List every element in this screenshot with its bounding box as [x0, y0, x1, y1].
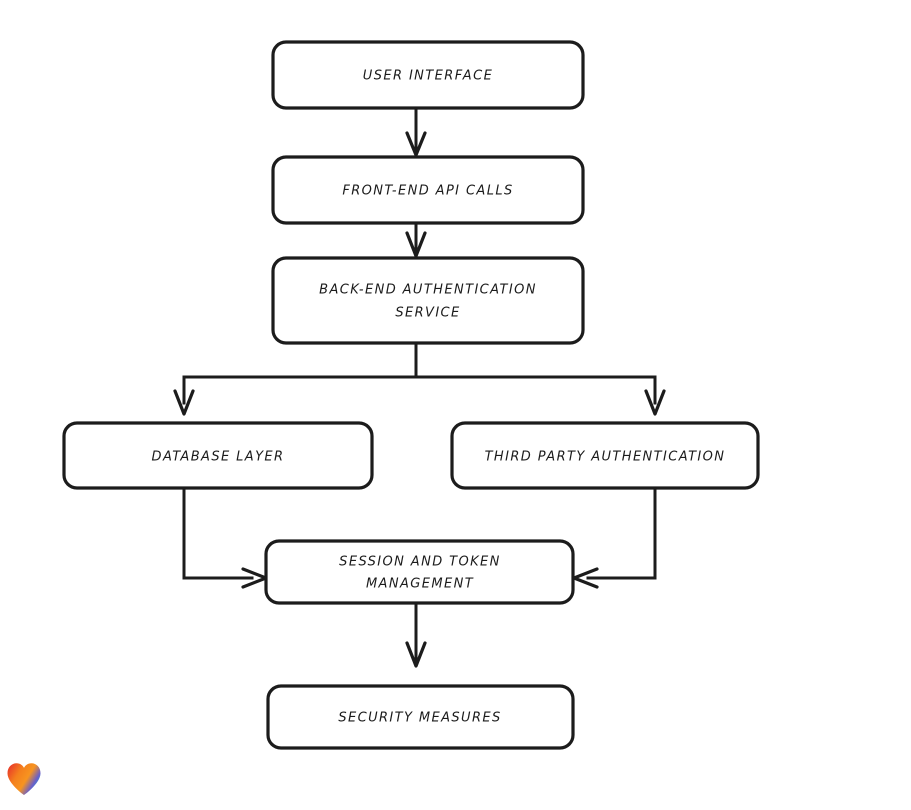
node-frontend-api-calls[interactable]: FRONT-END API CALLS	[271, 155, 585, 225]
node-backend-auth-service[interactable]: BACK-END AUTHENTICATION SERVICE	[271, 256, 585, 345]
heart-icon	[7, 763, 41, 795]
edge-database-to-session	[182, 486, 268, 589]
node-security-measures-shape[interactable]	[266, 684, 575, 750]
edge-backend-to-database	[173, 341, 418, 416]
node-user-interface[interactable]: USER INTERFACE	[271, 40, 585, 110]
node-frontend-api-calls-label: FRONT-END API CALLS	[342, 184, 513, 199]
node-user-interface-label: USER INTERFACE	[363, 69, 493, 84]
edge-session-to-security	[405, 601, 427, 668]
node-backend-auth-service-label-line1: BACK-END AUTHENTICATION	[319, 283, 537, 298]
node-backend-auth-service-shape[interactable]	[271, 256, 585, 345]
heart-logo	[7, 763, 41, 795]
edge-thirdparty-to-session	[572, 486, 657, 589]
node-session-and-token-management-label-line1: SESSION AND TOKEN	[339, 555, 501, 570]
node-third-party-authentication-shape[interactable]	[450, 421, 760, 490]
node-security-measures[interactable]: SECURITY MEASURES	[266, 684, 575, 750]
edge-api-to-backend	[405, 221, 427, 258]
node-session-and-token-management-shape[interactable]	[264, 539, 575, 605]
edge-ui-to-api	[405, 106, 427, 157]
node-database-layer-label: DATABASE LAYER	[152, 450, 285, 465]
node-user-interface-shape[interactable]	[271, 40, 585, 110]
node-database-layer[interactable]: DATABASE LAYER	[62, 421, 374, 490]
node-third-party-authentication[interactable]: THIRD PARTY AUTHENTICATION	[450, 421, 760, 490]
node-security-measures-label: SECURITY MEASURES	[338, 711, 501, 726]
node-backend-auth-service-label-line2: SERVICE	[395, 306, 460, 321]
node-database-layer-shape[interactable]	[62, 421, 374, 490]
node-session-and-token-management-label-line2: MANAGEMENT	[366, 577, 474, 592]
node-session-and-token-management[interactable]: SESSION AND TOKEN MANAGEMENT	[264, 539, 575, 605]
edge-backend-to-thirdparty	[414, 375, 666, 416]
node-third-party-authentication-label: THIRD PARTY AUTHENTICATION	[485, 450, 726, 465]
node-frontend-api-calls-shape[interactable]	[271, 155, 585, 225]
